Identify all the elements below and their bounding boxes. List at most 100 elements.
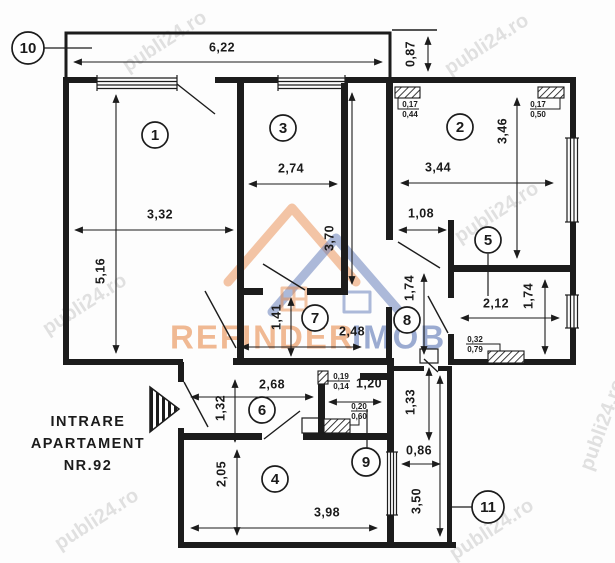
wall-segment — [570, 77, 576, 138]
wall-segment — [387, 433, 394, 452]
dim-label: 3,50 — [409, 488, 423, 514]
frac-bottom: 0,44 — [402, 110, 418, 119]
site-watermark: publi24.ro — [39, 269, 131, 340]
dim-label: 1,74 — [402, 275, 416, 301]
dim-label: 2,12 — [483, 296, 509, 310]
door-leaf-corridor — [397, 241, 441, 269]
frac-bathroom-duct: 0,32 0,79 — [466, 335, 501, 354]
wall-segment — [63, 359, 183, 365]
wall-segment — [303, 433, 387, 440]
dim-room3-height: 3,70 — [322, 92, 356, 285]
dim-corridor-door: 1,08 — [398, 206, 447, 234]
frac-top: 0,20 — [351, 402, 367, 411]
frac-room9-duct: 0,20 0,60 — [350, 402, 368, 426]
dim-label: 2,05 — [214, 461, 228, 487]
room-number: 3 — [279, 120, 287, 137]
room-number: 10 — [20, 40, 37, 57]
dim-room9-width: 1,20 — [328, 376, 382, 406]
door-leaf-bathroom — [427, 295, 449, 334]
fixture-room9 — [301, 417, 323, 434]
room-number: 4 — [271, 471, 280, 488]
room-circle-9: 9 — [351, 409, 381, 477]
wall-segment — [570, 222, 576, 295]
wall-segment — [215, 77, 278, 83]
dim-balcony-width: 6,22 — [73, 40, 383, 66]
dim-label: 5,16 — [93, 258, 107, 284]
jamb-room9 — [317, 370, 329, 385]
wall-segment — [178, 542, 456, 548]
dim-label: 1,20 — [356, 376, 382, 390]
room-circle-8: 8 — [393, 306, 421, 334]
window-kitchen-balcony — [386, 451, 398, 516]
frac-pier-right: 0,17 0,50 — [530, 98, 561, 119]
wall-segment — [448, 265, 576, 272]
site-watermark: publi24.ro — [119, 6, 211, 77]
dim-room2-height: 3,46 — [495, 97, 521, 259]
top-balcony-outline — [64, 29, 437, 77]
room-number: 8 — [403, 312, 411, 329]
room-number: 7 — [311, 310, 319, 327]
room-number: 1 — [151, 127, 159, 144]
wall-segment — [178, 362, 184, 382]
dim-label: 2,48 — [339, 324, 365, 338]
dim-label: 6,22 — [209, 40, 235, 54]
dim-balcony11-width: 0,86 — [401, 443, 441, 468]
wall-segment — [387, 373, 394, 433]
dim-bathroom-width: 2,12 — [460, 296, 560, 322]
wall-structure — [63, 77, 576, 548]
frac-bottom: 0,14 — [333, 382, 349, 391]
door-leaf-room3 — [262, 263, 306, 291]
site-watermark: publi24.ro — [51, 484, 143, 555]
room-circle-1: 1 — [141, 121, 169, 149]
dim-hall6-height: 1,32 — [213, 379, 239, 443]
dim-balcony11-upper: 1,33 — [403, 367, 433, 441]
wall-segment — [570, 328, 576, 365]
frac-pier-left: 0,17 0,44 — [397, 98, 419, 119]
frac-bottom: 0,60 — [351, 412, 367, 421]
dim-label: 1,32 — [213, 395, 227, 421]
dim-hall7-width: 2,48 — [240, 324, 365, 351]
room-circle-10: 10 — [11, 31, 92, 65]
dim-label: 3,98 — [314, 505, 340, 519]
dim-label: 3,32 — [147, 207, 173, 221]
dim-label: 0,86 — [406, 443, 432, 457]
wall-segment — [64, 31, 392, 77]
duct-bathroom — [487, 350, 525, 364]
dim-label: 1,08 — [408, 206, 434, 220]
entrance-arrow-icon — [149, 385, 181, 434]
frac-top: 0,17 — [402, 100, 418, 109]
dim-room3-width: 2,74 — [248, 161, 338, 188]
room-circle-11: 11 — [449, 490, 505, 524]
hatched-piers — [301, 86, 565, 434]
fraction-labels: 0,17 0,44 0,17 0,50 0,32 0,79 0,19 0,14 … — [327, 98, 561, 426]
door-leaves — [176, 83, 449, 440]
room-number: 11 — [480, 499, 496, 516]
site-watermark: publi24.ro — [441, 9, 533, 80]
wall-segment — [244, 288, 263, 295]
wall-segment — [341, 83, 348, 288]
wall-segment — [386, 83, 393, 240]
dimensions: 6,22 0,87 3,32 5,16 2,74 3,70 3,44 3,46 — [73, 36, 560, 537]
entrance-label-line2: APARTAMENT — [31, 436, 145, 452]
dim-kitchen-height: 2,05 — [214, 449, 241, 536]
wall-segment — [387, 358, 394, 373]
wall-segment — [178, 433, 262, 440]
duct-room9 — [323, 418, 351, 434]
wall-segment — [318, 373, 325, 433]
dim-room2-width: 3,44 — [400, 160, 554, 187]
room-circle-4: 4 — [261, 465, 289, 493]
wall-segment — [63, 77, 69, 365]
dim-balcony-depth: 0,87 — [403, 36, 432, 72]
wall-segment — [448, 220, 454, 298]
wall-segment — [233, 358, 390, 365]
room-circles: 1 2 3 4 5 6 7 8 — [11, 31, 505, 524]
dim-label: 2,74 — [278, 161, 304, 175]
window-room5-right — [565, 294, 579, 329]
room-circle-5: 5 — [474, 226, 502, 296]
dim-label: 2,68 — [259, 377, 285, 391]
dim-label: 3,70 — [322, 225, 336, 251]
window-room2-right — [565, 137, 579, 223]
dim-label: 3,44 — [425, 160, 451, 174]
